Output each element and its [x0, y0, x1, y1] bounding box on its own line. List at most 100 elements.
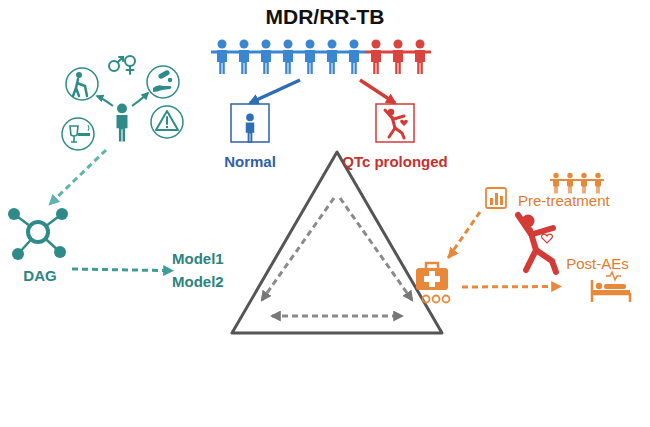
- patient-row: [261, 40, 271, 75]
- risk-factor-cluster: [168, 78, 172, 82]
- study-triangle: [262, 198, 334, 300]
- risk-factor-cluster: [62, 118, 94, 150]
- population-group: MDR/RR-TB: [200, 0, 450, 80]
- risk-factor-cluster: [76, 72, 82, 78]
- qtc-icon-box: [400, 120, 408, 126]
- risk-factor-cluster: [78, 133, 90, 136]
- hospital-bed-icon: [596, 283, 602, 289]
- qtc-patient-figure: [533, 228, 553, 234]
- pretreatment-icons: [553, 173, 559, 194]
- pretreatment-icons: [486, 188, 506, 208]
- risk-factor-cluster: [127, 66, 134, 74]
- hospital-kit-icon: [416, 268, 448, 290]
- normal-icon-box: [231, 104, 269, 142]
- study-triangle: [272, 315, 402, 318]
- risk-factor-cluster: [151, 106, 183, 138]
- study-triangle: [232, 152, 442, 333]
- hospital-kit-icon: [424, 276, 440, 282]
- risk-factor-cluster: [132, 93, 148, 106]
- hospital-kit-icon: [449, 252, 453, 257]
- method-label: DAG: [8, 267, 72, 285]
- qtc-icon-box: [376, 104, 414, 142]
- model-label: Model2: [172, 273, 244, 291]
- patient-row: [239, 40, 249, 75]
- study-triangle: [232, 152, 442, 333]
- patient-row: [305, 40, 315, 75]
- qtc-icon-box: [394, 116, 404, 119]
- patient-row: [217, 40, 227, 75]
- hospital-kit-icon: [426, 263, 438, 268]
- risk-factor-cluster: [109, 56, 135, 74]
- hospital-kit-icon: [423, 296, 430, 303]
- risk-factor-cluster: [88, 125, 89, 131]
- hospital-bed-icon: [592, 272, 630, 302]
- risk-factor-cluster: [66, 68, 98, 100]
- qtc-patient-figure: [518, 215, 531, 234]
- outcome-box: QTc prolonged: [335, 103, 455, 171]
- hospital-bed-icon: [592, 280, 630, 302]
- patient-row: [211, 40, 431, 75]
- qtc-patient-figure: [518, 215, 556, 273]
- normal-icon-box: [246, 114, 255, 143]
- hospital-kit-icon: [433, 296, 440, 303]
- risk-factor-cluster: [153, 85, 172, 92]
- pretreatment-icons: [500, 196, 503, 205]
- risk-factor-cluster: [73, 79, 87, 96]
- patient-row: [371, 40, 381, 75]
- patient-row: [349, 40, 359, 75]
- risk-factor-cluster: [147, 66, 179, 98]
- pretreatment-icons: [581, 173, 587, 194]
- stage-label: Post-AEs: [560, 255, 635, 273]
- qtc-patient-figure: [536, 250, 556, 272]
- patient-row: [327, 40, 337, 75]
- study-triangle: [262, 198, 412, 316]
- risk-factor-cluster: [117, 103, 128, 141]
- outcome-label: QTc prolonged: [335, 153, 455, 171]
- study-triangle: [340, 198, 412, 300]
- dag-icon: [8, 208, 20, 220]
- flow-arrow: [250, 80, 300, 103]
- patient-row: [415, 40, 425, 75]
- hospital-kit-icon: [423, 296, 450, 303]
- dag-icon: [28, 222, 48, 242]
- qtc-icon-box: [389, 128, 395, 137]
- risk-factor-cluster: [125, 56, 135, 66]
- hospital-bed-icon: [592, 290, 630, 294]
- risk-factor-cluster: [70, 126, 78, 142]
- risk-factor-cluster: [97, 96, 113, 106]
- dag-icon: [54, 246, 66, 258]
- pretreatment-icons: [567, 173, 573, 194]
- patient-row: [283, 40, 293, 75]
- stage-icon: Pre-treatment: [480, 170, 615, 212]
- flow-arrow: [360, 80, 395, 103]
- model-list: Model1Model2: [172, 250, 244, 296]
- risk-factor-cluster: [166, 126, 168, 128]
- dag-icon: [8, 208, 68, 260]
- flow-arrow: [448, 212, 560, 287]
- method-icon: DAG: [8, 205, 72, 287]
- pretreatment-icons: [495, 193, 498, 205]
- dag-icon: [12, 248, 24, 260]
- qtc-patient-figure: [542, 234, 553, 243]
- dag-icon: [56, 208, 68, 220]
- risk-factor-cluster: [50, 56, 183, 204]
- risk-factor-cluster: [156, 111, 178, 130]
- flow-arrow: [72, 269, 172, 271]
- risk-factor-cluster: [166, 117, 168, 124]
- qtc-icon-box: [385, 110, 404, 138]
- qtc-icon-box: [385, 110, 393, 119]
- pretreatment-icons: [490, 198, 493, 205]
- model-label: Model1: [172, 250, 244, 268]
- dag-icon: [14, 214, 62, 254]
- group-heading: MDR/RR-TB: [200, 4, 450, 29]
- risk-factor-cluster: [97, 93, 148, 106]
- pretreatment-icons: [595, 173, 601, 194]
- risk-factor-cluster: [50, 150, 106, 204]
- normal-icon-box: [231, 104, 269, 143]
- hospital-kit-icon: [443, 296, 450, 303]
- patient-row: [393, 40, 403, 75]
- qtc-patient-figure: [526, 250, 536, 270]
